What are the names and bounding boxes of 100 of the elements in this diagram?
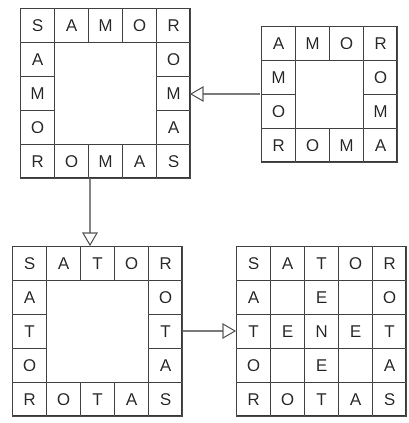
letter: S <box>24 255 36 272</box>
letter-cell <box>20 144 55 179</box>
letter-cell <box>114 246 149 281</box>
letter-cell <box>329 128 364 163</box>
letter-cell <box>54 144 89 179</box>
letter-cell <box>12 280 47 315</box>
letter-cell <box>148 382 183 417</box>
letter: T <box>24 323 35 340</box>
letter: A <box>168 119 180 136</box>
letter: T <box>316 391 327 408</box>
letter: M <box>271 69 286 86</box>
letter: A <box>134 153 146 170</box>
arrow <box>183 323 236 339</box>
letter-cell <box>80 246 115 281</box>
letter: S <box>168 153 180 170</box>
letter: M <box>30 85 45 102</box>
letter: O <box>30 119 44 136</box>
letter: O <box>306 137 320 154</box>
letter: O <box>124 255 138 272</box>
letter-cell <box>46 382 81 417</box>
letter: A <box>66 17 78 34</box>
letter: O <box>64 153 78 170</box>
letter: N <box>315 323 328 340</box>
letter: A <box>58 255 70 272</box>
letter: S <box>384 391 396 408</box>
letter-cell <box>46 246 81 281</box>
letter: O <box>272 103 286 120</box>
letter-cell <box>363 60 398 95</box>
letter-cell <box>12 314 47 349</box>
letter-grid <box>236 246 406 416</box>
letter: R <box>247 391 260 408</box>
letter: R <box>374 35 387 52</box>
letter: O <box>132 17 146 34</box>
letter: A <box>32 51 44 68</box>
letter: O <box>348 255 362 272</box>
letter-cell <box>12 348 47 383</box>
letter: T <box>160 323 171 340</box>
letter-cell <box>148 348 183 383</box>
letter: E <box>316 289 328 306</box>
letter-cell <box>80 382 115 417</box>
letter: A <box>160 357 172 374</box>
letter: E <box>282 323 294 340</box>
letter: T <box>384 323 395 340</box>
letter: M <box>166 85 181 102</box>
letter-cell <box>236 246 271 281</box>
letter-cell <box>363 94 398 129</box>
letter-cell <box>122 144 157 179</box>
letter-cell <box>20 42 55 77</box>
letter: O <box>22 357 36 374</box>
letter-cell <box>122 8 157 43</box>
arrow <box>190 86 260 102</box>
letter-cell <box>329 26 364 61</box>
letter: M <box>339 137 354 154</box>
letter: E <box>350 323 362 340</box>
letter-grid <box>12 246 182 416</box>
letter: T <box>316 255 327 272</box>
letter: O <box>374 69 388 86</box>
letter-cell <box>88 144 123 179</box>
letter: S <box>160 391 172 408</box>
letter-cell <box>295 128 330 163</box>
letter: M <box>373 103 388 120</box>
letter: A <box>374 137 386 154</box>
letter-cell <box>261 128 296 163</box>
letter: O <box>56 391 70 408</box>
letter: O <box>246 357 260 374</box>
letter: O <box>382 289 396 306</box>
letter-cell <box>295 26 330 61</box>
letter-cell <box>114 382 149 417</box>
letter: O <box>166 51 180 68</box>
letter-cell <box>88 8 123 43</box>
letter: A <box>248 289 260 306</box>
letter: A <box>272 35 284 52</box>
letter-cell <box>236 382 271 417</box>
letter: T <box>248 323 259 340</box>
letter-cell <box>54 8 89 43</box>
letter-cell <box>363 26 398 61</box>
letter-cell <box>363 128 398 163</box>
letter-cell <box>156 76 191 111</box>
letter-grid <box>261 26 397 162</box>
letter: T <box>92 391 103 408</box>
letter-cell <box>156 110 191 145</box>
letter-grid <box>20 8 190 178</box>
letter: M <box>98 153 113 170</box>
letter: R <box>31 153 44 170</box>
letter: R <box>167 17 180 34</box>
letter: A <box>126 391 138 408</box>
letter: O <box>340 35 354 52</box>
letter: R <box>383 255 396 272</box>
letter-cell <box>261 94 296 129</box>
letter: A <box>350 391 362 408</box>
letter: M <box>98 17 113 34</box>
letter-cell <box>372 382 407 417</box>
letter: R <box>159 255 172 272</box>
letter: T <box>92 255 103 272</box>
letter: M <box>305 35 320 52</box>
letter: R <box>23 391 36 408</box>
letter-cell <box>12 382 47 417</box>
letter: A <box>384 357 396 374</box>
letter: A <box>24 289 36 306</box>
arrow <box>82 179 98 246</box>
